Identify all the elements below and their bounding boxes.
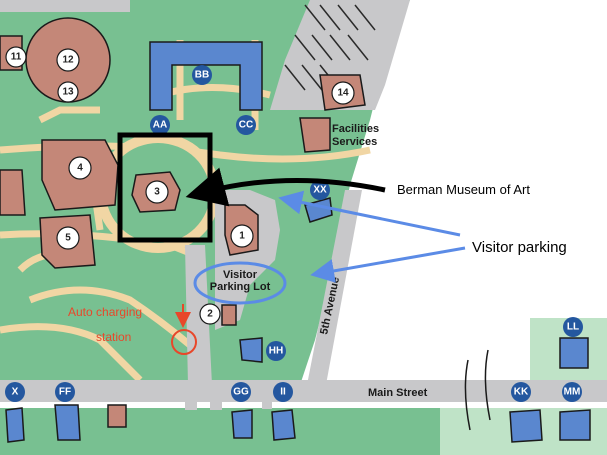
building-kk[interactable] bbox=[509, 409, 543, 443]
lettered-markers: BB AA CC XX HH GG II X FF KK MM LL bbox=[5, 65, 583, 402]
building-number-11: 11 bbox=[11, 52, 22, 63]
charging-annotation-line2: station bbox=[96, 330, 131, 344]
marker-x: X bbox=[12, 387, 19, 398]
main-street-label: Main Street bbox=[368, 387, 428, 399]
building-mm[interactable] bbox=[559, 409, 591, 441]
building-number-5: 5 bbox=[65, 233, 71, 244]
marker-cc: CC bbox=[239, 120, 253, 131]
building-gg[interactable] bbox=[231, 409, 253, 439]
facilities-label-line1: Facilities bbox=[332, 123, 379, 135]
facilities-services-building[interactable] bbox=[299, 117, 331, 153]
marker-xx: XX bbox=[313, 185, 327, 196]
building-west[interactable] bbox=[0, 169, 26, 216]
building-ll[interactable] bbox=[559, 337, 589, 369]
marker-kk: KK bbox=[514, 387, 529, 398]
building-numbers: 12 13 11 4 5 3 1 2 14 bbox=[5, 46, 355, 325]
building-south[interactable] bbox=[107, 404, 127, 428]
building-number-1: 1 bbox=[239, 231, 245, 242]
marker-ff: FF bbox=[59, 387, 71, 398]
building-number-13: 13 bbox=[62, 87, 74, 98]
building-ii[interactable] bbox=[271, 409, 296, 441]
visitor-parking-arrow-1 bbox=[278, 190, 461, 237]
north-road bbox=[0, 0, 130, 12]
parking-label-line1: Visitor bbox=[223, 269, 258, 281]
building-number-2: 2 bbox=[207, 309, 213, 320]
marker-gg: GG bbox=[233, 387, 249, 398]
building-number-12: 12 bbox=[62, 55, 74, 66]
building-number-4: 4 bbox=[77, 163, 83, 174]
charging-station-highlight bbox=[171, 329, 197, 355]
parking-stripes bbox=[284, 4, 376, 91]
building-hh[interactable] bbox=[239, 337, 263, 363]
marker-ll: LL bbox=[567, 322, 579, 333]
marker-hh: HH bbox=[269, 346, 283, 357]
building-number-14: 14 bbox=[337, 88, 349, 99]
marker-mm: MM bbox=[564, 387, 581, 398]
building-bb[interactable] bbox=[149, 41, 263, 111]
charging-annotation-line1: Auto charging bbox=[68, 305, 142, 319]
visitor-parking-annotation: Visitor parking bbox=[472, 239, 567, 256]
building-number-3: 3 bbox=[154, 187, 160, 198]
building-x[interactable] bbox=[5, 407, 25, 443]
street-break-marks bbox=[464, 349, 491, 431]
museum-annotation: Berman Museum of Art bbox=[397, 182, 530, 197]
visitor-parking-highlight bbox=[193, 261, 287, 305]
building-2[interactable] bbox=[221, 304, 237, 326]
parking-label-line2: Parking Lot bbox=[210, 281, 271, 293]
building-ff[interactable] bbox=[54, 404, 81, 441]
visitor-parking-arrow-2 bbox=[310, 246, 466, 283]
marker-aa: AA bbox=[153, 120, 167, 131]
marker-ii: II bbox=[280, 387, 286, 398]
marker-bb: BB bbox=[195, 70, 209, 81]
museum-arrow bbox=[185, 167, 386, 207]
facilities-label-line2: Services bbox=[332, 136, 377, 148]
